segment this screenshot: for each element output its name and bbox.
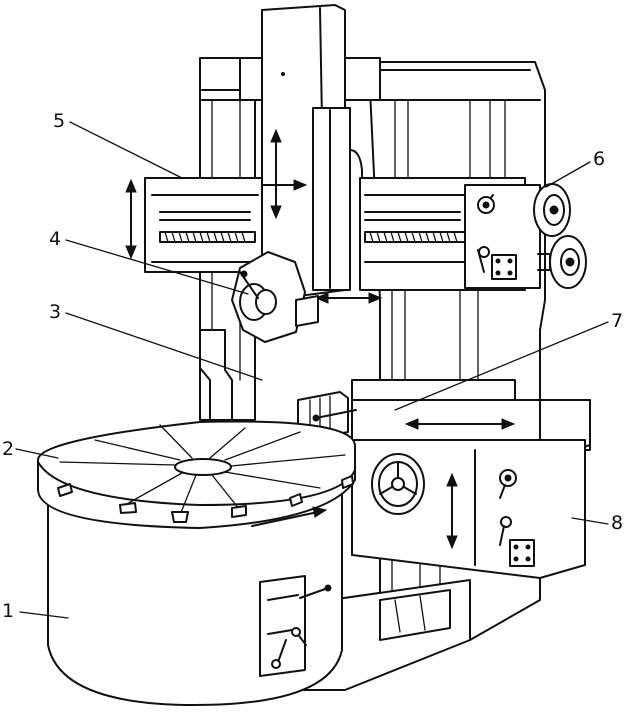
swivel-tool-head <box>231 251 319 343</box>
callout-5: 5 <box>53 110 65 132</box>
callout-labels: 1 2 3 4 5 6 7 8 <box>2 110 623 622</box>
callout-4: 4 <box>49 228 61 250</box>
side-head-block <box>351 379 591 451</box>
tool-head-slide <box>312 107 383 304</box>
rotary-table <box>37 420 356 529</box>
callout-7: 7 <box>611 310 623 332</box>
side-head-gearbox <box>351 439 586 579</box>
callout-6: 6 <box>593 148 605 170</box>
callout-2: 2 <box>2 438 14 460</box>
callout-leaders <box>15 121 609 619</box>
crossrail-gearbox <box>464 184 541 289</box>
crossrail-handwheels <box>533 183 587 289</box>
tool-bar <box>199 329 233 421</box>
base-drum <box>47 489 343 706</box>
callout-8: 8 <box>611 512 623 534</box>
callout-3: 3 <box>49 301 61 323</box>
callout-1: 1 <box>2 600 14 622</box>
